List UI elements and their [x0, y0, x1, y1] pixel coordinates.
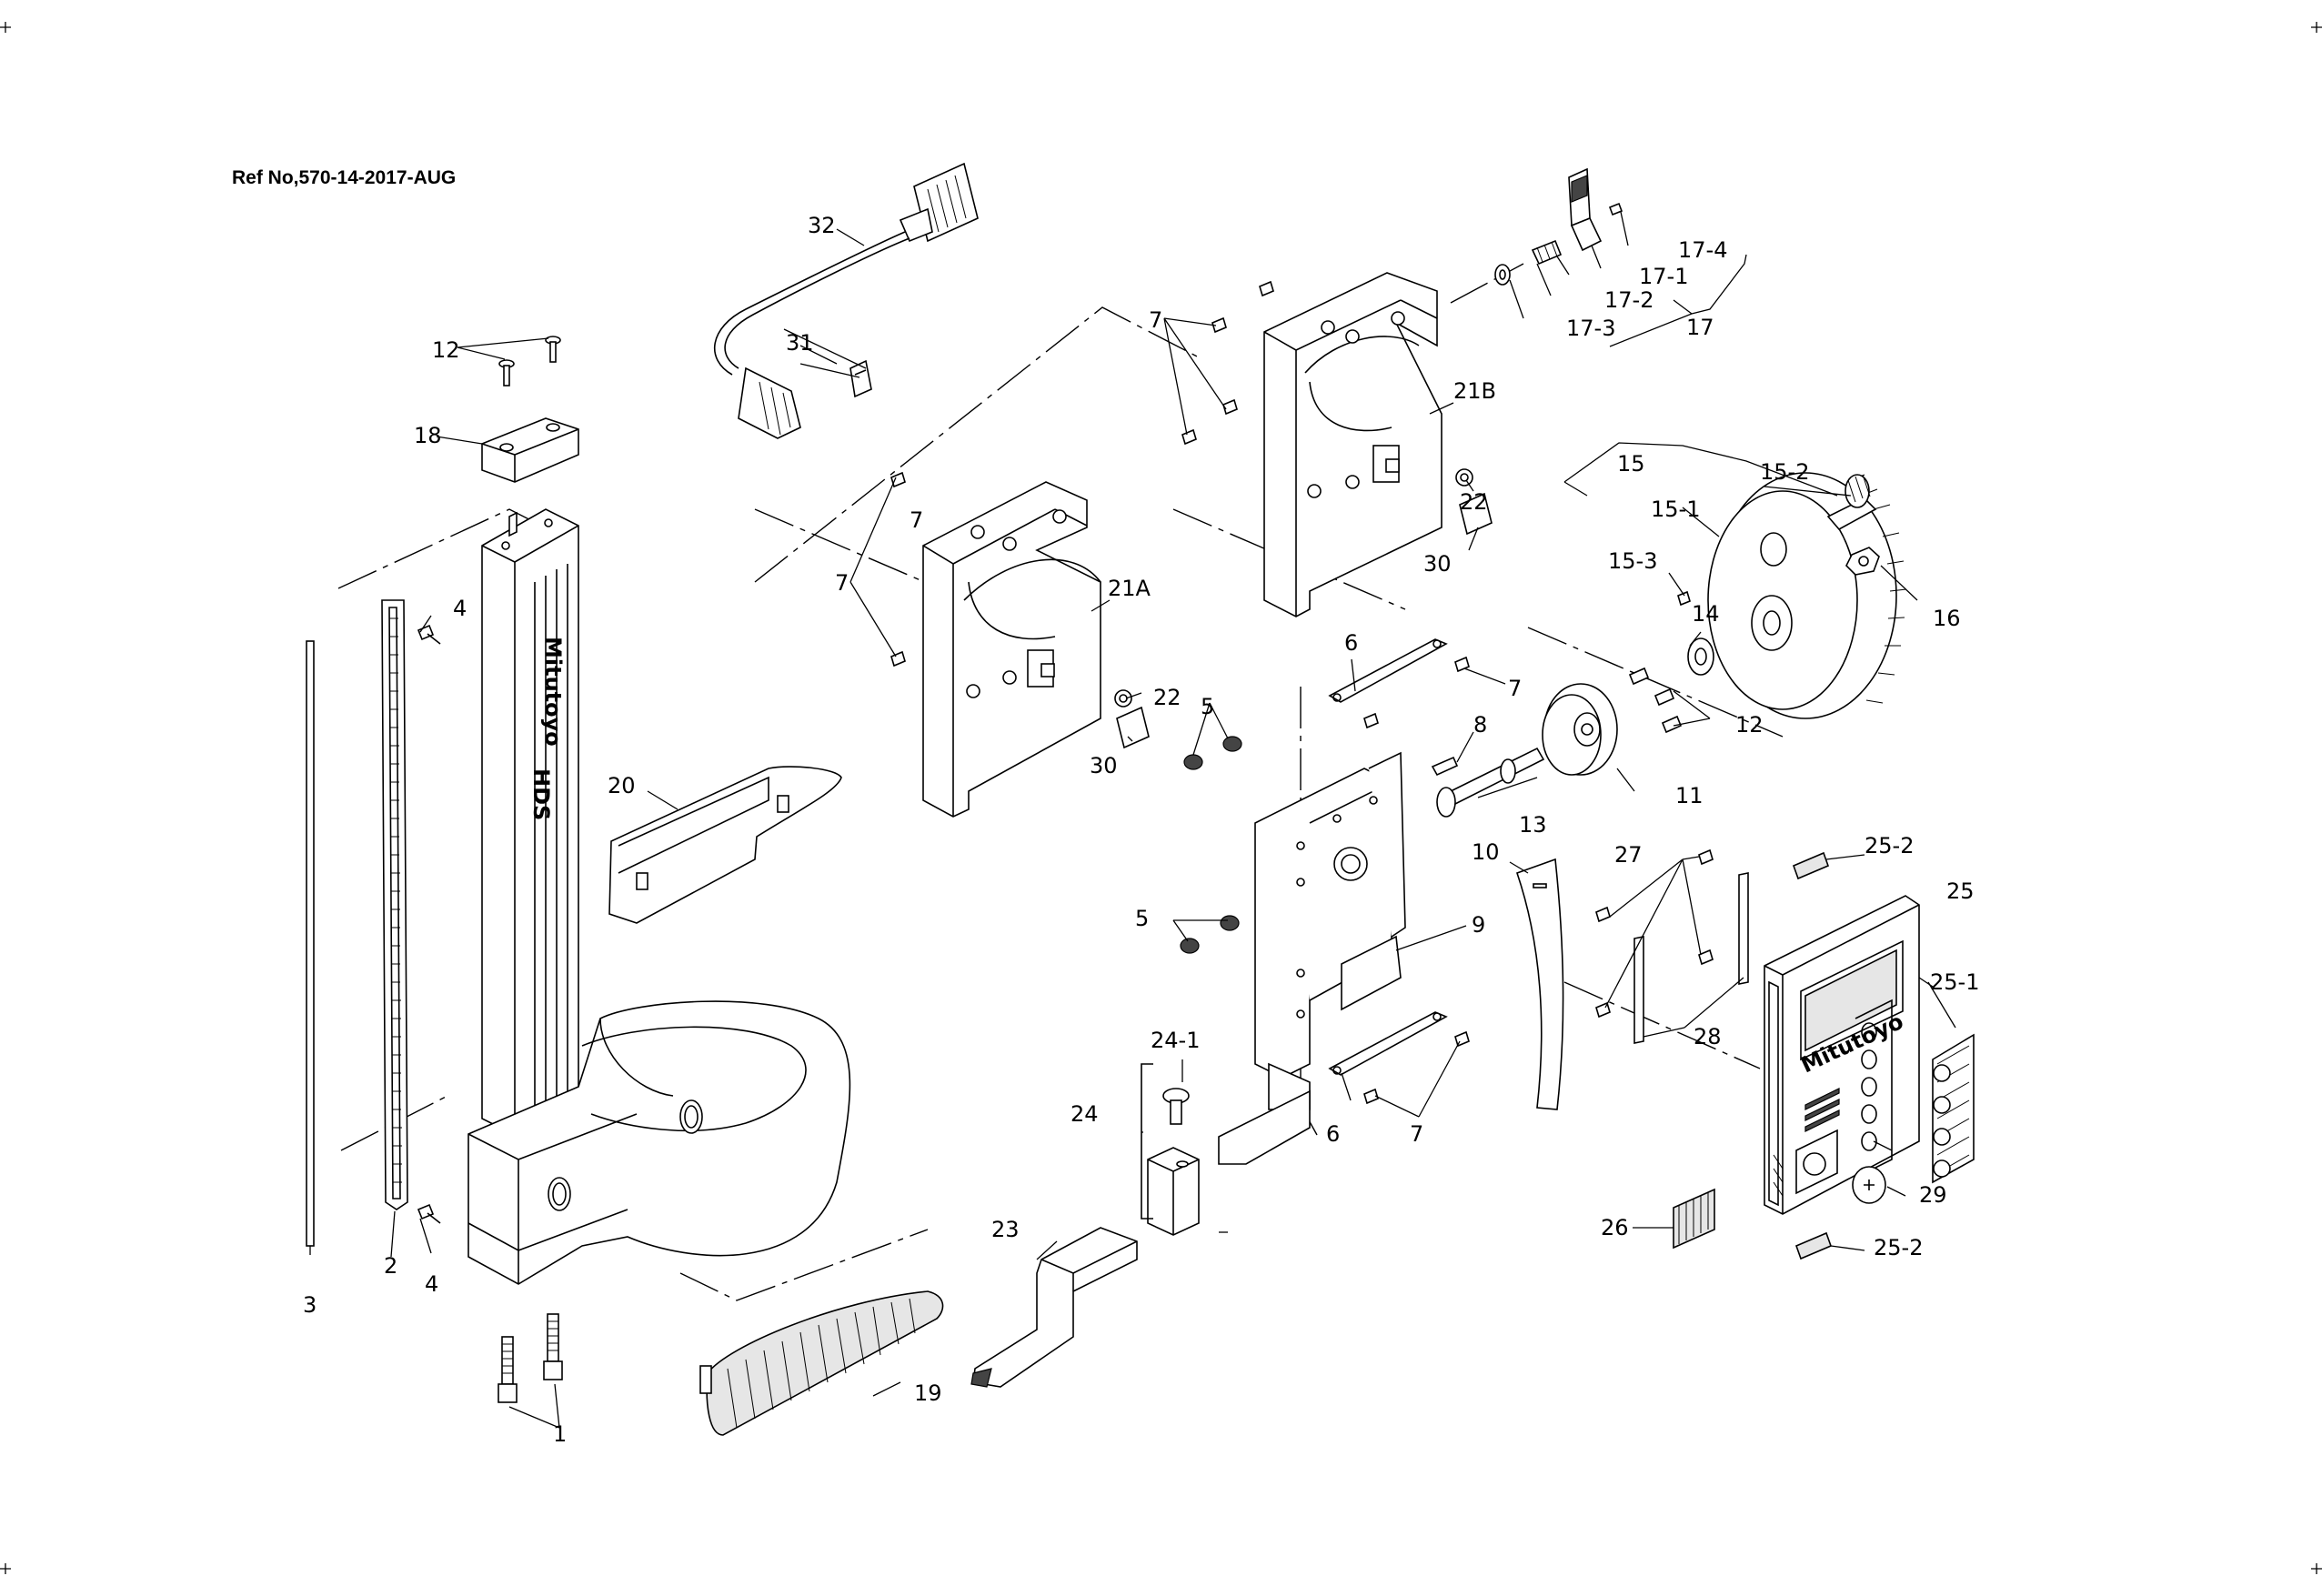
callout-label: 21B	[1453, 378, 1496, 404]
callout-label: 13	[1519, 812, 1547, 838]
callout-label: 14	[1692, 601, 1720, 627]
callout-label: 6	[1344, 630, 1358, 656]
callout-label: 30	[1423, 551, 1452, 577]
callout-label: 9	[1472, 912, 1485, 938]
callout-label: 2	[384, 1253, 397, 1279]
part-slider-body	[1218, 751, 1406, 1165]
callout-label: 12	[1735, 712, 1764, 738]
callout-label: 1	[553, 1421, 567, 1447]
leader-lines	[309, 211, 1956, 1429]
part-27-screws-28-bars	[1595, 848, 1749, 1044]
part-11-hub	[1542, 683, 1618, 776]
callout-label: 27	[1614, 842, 1643, 868]
part-3-rod	[306, 640, 315, 1247]
part-17-lever	[1494, 167, 1623, 286]
callout-label: 22	[1460, 489, 1488, 515]
callout-label: 5	[1201, 694, 1214, 719]
callout-label: 17-3	[1566, 316, 1615, 341]
callout-label: 29	[1919, 1182, 1947, 1208]
part-12-screws-top	[498, 336, 561, 386]
part-base	[467, 1000, 851, 1285]
callout-label: 25-2	[1865, 833, 1914, 858]
column-model-text: HDS	[528, 768, 554, 820]
part-25-display-unit: Mitutoyo	[1764, 895, 1920, 1215]
part-12-screws-14-washer	[1628, 637, 1714, 734]
callout-label: 15-1	[1651, 497, 1700, 522]
part-6-bars	[1328, 638, 1448, 1076]
callout-label: 28	[1694, 1024, 1722, 1049]
callout-label: 24	[1071, 1101, 1099, 1127]
callout-label: 7	[1410, 1121, 1423, 1147]
callout-label: 15-3	[1608, 548, 1657, 574]
part-21A-bracket	[922, 481, 1101, 818]
callout-label: 10	[1472, 839, 1500, 865]
part-7-screws	[890, 280, 1470, 1105]
part-column-stand: Mitutoyo HDS	[481, 508, 579, 1136]
callout-label: 32	[808, 213, 836, 238]
callout-label: 17-2	[1604, 287, 1654, 313]
callout-label: 24-1	[1151, 1028, 1200, 1053]
callout-label: 25-2	[1874, 1235, 1923, 1260]
part-20-cover	[608, 766, 842, 924]
part-4-screws	[417, 624, 441, 1224]
callout-label: 18	[414, 423, 442, 448]
callout-label: 5	[1135, 906, 1149, 931]
part-22-nuts-30-plates	[1114, 468, 1493, 749]
part-2-scale	[381, 599, 408, 1210]
callout-label: 17-1	[1639, 264, 1688, 289]
callout-label: 4	[425, 1271, 438, 1297]
callout-label: 7	[835, 570, 849, 596]
column-logo-text: Mitutoyo	[540, 637, 566, 747]
part-15-handwheel	[1707, 472, 1907, 719]
part-25-1-label	[1932, 1033, 1975, 1184]
callout-label: 15	[1617, 451, 1645, 477]
part-25-2-clips-26-cover-29-battery	[1673, 851, 1886, 1260]
part-13-shaft	[1436, 747, 1545, 818]
callout-label: 3	[303, 1292, 317, 1318]
callout-label: 30	[1090, 753, 1118, 778]
part-31-32-cable	[713, 162, 979, 439]
callout-label: 23	[991, 1217, 1020, 1242]
part-19-foot-pad	[699, 1290, 944, 1436]
part-1-bolts	[498, 1313, 563, 1403]
callout-label: 6	[1326, 1121, 1340, 1147]
callout-label: 16	[1933, 606, 1961, 631]
callout-label: 7	[1149, 307, 1162, 333]
callout-label: 17	[1686, 315, 1714, 340]
callout-label: 4	[453, 596, 467, 621]
callout-label: 12	[432, 337, 460, 363]
callout-label: 22	[1153, 685, 1181, 710]
callout-label: 15-2	[1760, 459, 1809, 485]
part-23-probe	[970, 1227, 1138, 1388]
crop-marks	[0, 22, 2322, 1574]
callout-label: 25-1	[1930, 969, 1979, 995]
part-18-top-cap	[481, 417, 579, 483]
part-8-set-screw	[1431, 756, 1459, 777]
callout-label: 25	[1946, 878, 1975, 904]
callout-label: 19	[914, 1380, 942, 1406]
callout-label: 11	[1675, 783, 1704, 808]
callout-label: 20	[608, 773, 636, 798]
callout-labels: 1 2 3 4 4 5 5 6 6 7 7 7 7 7 8 9 10 11 12…	[303, 213, 1979, 1447]
part-15-2-knob-16-nut	[1677, 474, 1880, 607]
part-10-strip	[1515, 858, 1564, 1110]
callout-label: 17-4	[1678, 237, 1727, 263]
callout-label: 21A	[1108, 576, 1151, 601]
part-5-nuts	[1180, 736, 1242, 954]
reference-number: Ref No,570-14-2017-AUG	[232, 167, 457, 188]
callout-label: 31	[786, 330, 814, 356]
callout-label: 26	[1601, 1215, 1629, 1240]
part-24-holder	[1141, 1063, 1200, 1236]
part-21B-bracket	[1263, 272, 1442, 617]
callout-label: 7	[910, 507, 923, 533]
callout-label: 8	[1473, 712, 1487, 738]
callout-label: 7	[1508, 676, 1522, 701]
